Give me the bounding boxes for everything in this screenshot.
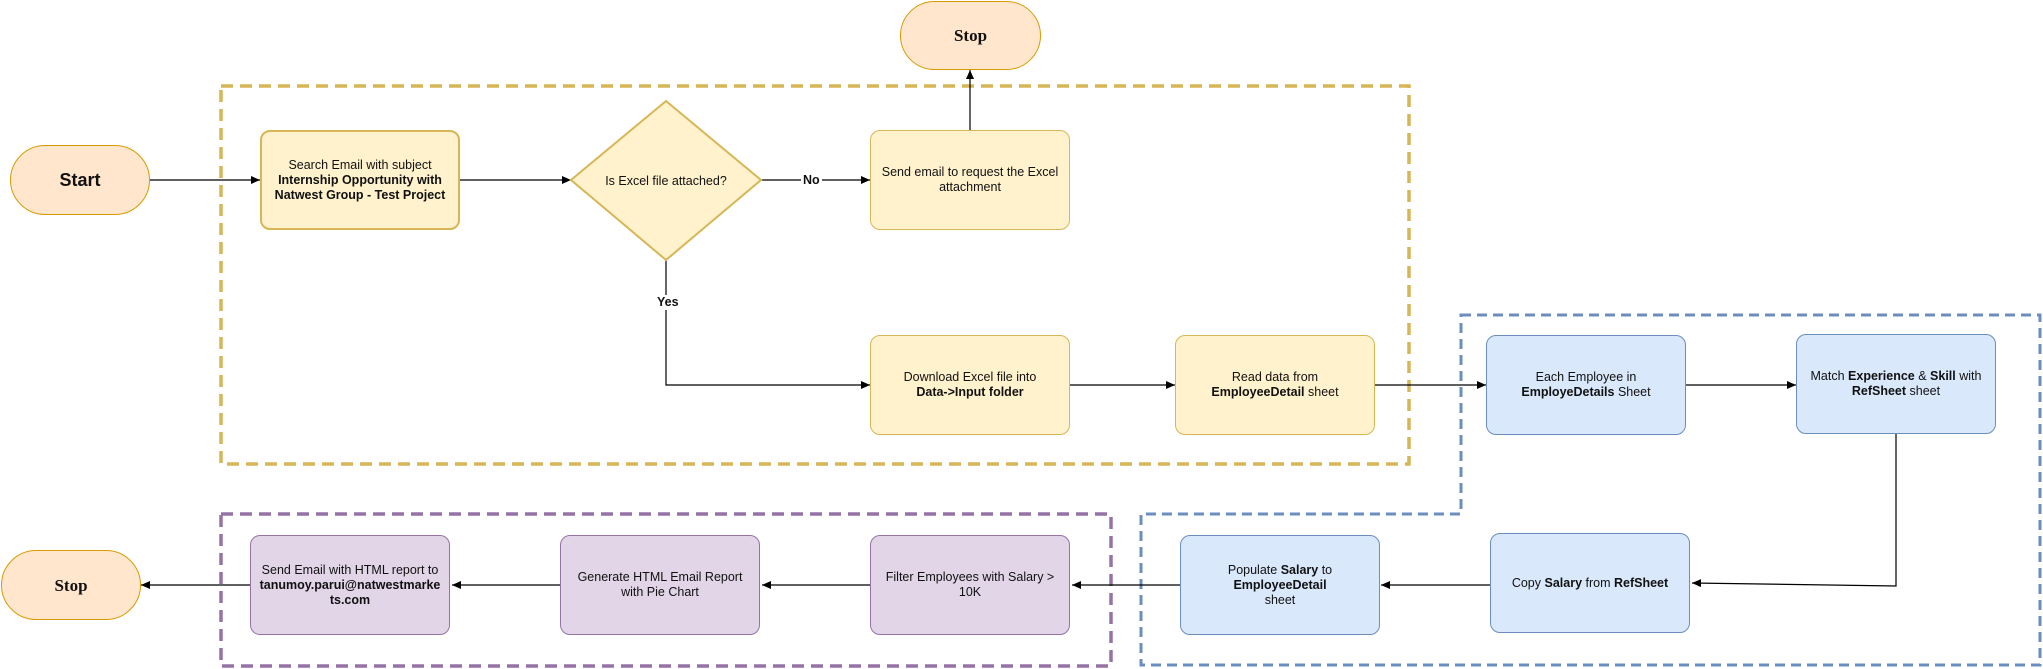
filter-employees-node[interactable]: Filter Employees with Salary > 10K <box>870 535 1070 635</box>
match-post: sheet <box>1906 384 1941 398</box>
start-label: Start <box>59 169 101 190</box>
send-report-node[interactable]: Send Email with HTML report to tanumoy.p… <box>250 535 450 635</box>
populate-salary-node[interactable]: Populate Salary to EmployeeDetail sheet <box>1180 535 1380 635</box>
blue-group-border <box>1139 313 2042 667</box>
send-report-line2: tanumoy.parui@natwestmarkets.com <box>259 577 441 607</box>
edge-decision-yes <box>665 260 870 389</box>
each-employee-pre: Each Employee in <box>1535 370 1637 384</box>
each-employee-post: Sheet <box>1614 385 1651 399</box>
filter-employees-label: Filter Employees with Salary > 10K <box>885 570 1055 599</box>
stop-terminal-bottom[interactable]: Stop <box>1 550 141 620</box>
read-data-pre: Read data from <box>1231 370 1319 384</box>
download-excel-line1: Download Excel file into <box>903 370 1037 384</box>
search-email-line1: Search Email with subject <box>288 157 432 172</box>
populate-post: sheet <box>1264 592 1296 607</box>
excel-attached-decision[interactable]: Is Excel file attached? <box>571 101 761 260</box>
match-experience-node[interactable]: Match Experience & Skill with RefSheet s… <box>1796 334 1996 434</box>
copy-pre: Copy <box>1511 575 1545 590</box>
send-request-node[interactable]: Send email to request the Excel attachme… <box>870 130 1070 230</box>
edge-label-yes: Yes <box>655 295 681 310</box>
edge-label-no: No <box>801 173 822 188</box>
match-mid: & <box>1914 369 1931 383</box>
each-employee-bold: EmployeDetails <box>1521 385 1615 399</box>
match-bold2: Skill <box>1930 369 1956 383</box>
start-terminal[interactable]: Start <box>10 145 150 215</box>
populate-bold1: Salary <box>1280 562 1319 577</box>
copy-bold1: Salary <box>1544 575 1583 590</box>
populate-mid: to <box>1318 562 1333 577</box>
match-bold1: Experience <box>1848 369 1915 383</box>
stop-top-label: Stop <box>953 26 988 45</box>
yellow-group-border <box>219 84 1411 466</box>
read-data-post: sheet <box>1304 385 1339 399</box>
copy-bold2: RefSheet <box>1613 575 1669 590</box>
edge-match-to-copy <box>1691 434 1897 588</box>
match-pre: Match <box>1810 369 1849 383</box>
search-email-node[interactable]: Search Email with subject Internship Opp… <box>260 130 460 230</box>
copy-mid: from <box>1582 575 1614 590</box>
stop-bottom-label: Stop <box>54 575 88 595</box>
read-data-node[interactable]: Read data from EmployeeDetail sheet <box>1175 335 1375 435</box>
copy-salary-node[interactable]: Copy Salary from RefSheet <box>1490 533 1690 633</box>
each-employee-node[interactable]: Each Employee in EmployeDetails Sheet <box>1486 335 1686 435</box>
decision-diamond-shape <box>569 99 763 262</box>
populate-pre: Populate <box>1227 562 1281 577</box>
purple-group-border <box>219 512 1113 668</box>
send-request-label: Send email to request the Excel attachme… <box>881 165 1059 194</box>
generate-report-label: Generate HTML Email Report with Pie Char… <box>577 570 743 599</box>
match-mid2: with <box>1955 369 1982 383</box>
send-report-line1: Send Email with HTML report to <box>261 562 439 577</box>
read-data-bold: EmployeeDetail <box>1211 385 1305 399</box>
search-email-line2: Internship Opportunity with Natwest Grou… <box>274 172 446 202</box>
download-excel-node[interactable]: Download Excel file into Data->Input fol… <box>870 335 1070 435</box>
generate-report-node[interactable]: Generate HTML Email Report with Pie Char… <box>560 535 760 635</box>
match-bold3: RefSheet <box>1851 384 1907 398</box>
excel-attached-label: Is Excel file attached? <box>605 173 727 188</box>
populate-bold2: EmployeeDetail <box>1233 577 1327 592</box>
stop-terminal-top[interactable]: Stop <box>900 1 1041 70</box>
download-excel-line2: Data->Input folder <box>916 385 1024 399</box>
